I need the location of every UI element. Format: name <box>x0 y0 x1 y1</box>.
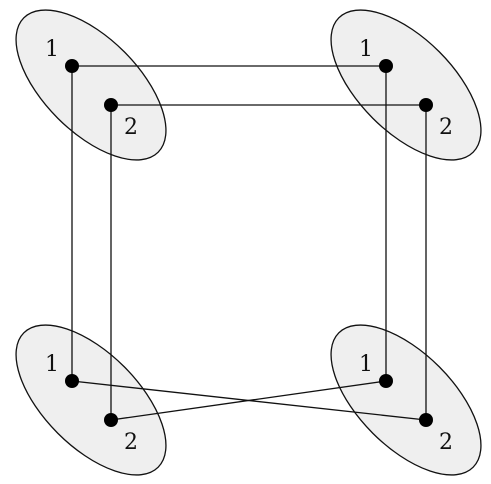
label-bottom-left-2: 2 <box>124 430 138 455</box>
node-bottom-right-2 <box>419 413 433 427</box>
nodes <box>65 59 433 427</box>
node-bottom-left-2 <box>104 413 118 427</box>
group-top-right-ellipse <box>330 9 482 161</box>
edge-bl2-br1 <box>110 380 387 421</box>
edges <box>71 65 427 421</box>
group-bottom-right-ellipse <box>330 324 482 476</box>
node-top-right-2 <box>419 98 433 112</box>
label-bottom-right-2: 2 <box>439 430 453 455</box>
node-labels: 1 2 1 2 1 2 1 2 <box>45 37 453 455</box>
group-bottom-left-ellipse <box>15 324 167 476</box>
node-bottom-left-1 <box>65 374 79 388</box>
node-top-left-1 <box>65 59 79 73</box>
label-bottom-left-1: 1 <box>45 352 59 377</box>
node-bottom-right-1 <box>379 374 393 388</box>
label-top-right-1: 1 <box>359 37 373 62</box>
node-top-left-2 <box>104 98 118 112</box>
group-top-left-ellipse <box>15 9 167 161</box>
node-top-right-1 <box>379 59 393 73</box>
label-top-right-2: 2 <box>439 115 453 140</box>
label-bottom-right-1: 1 <box>359 352 373 377</box>
label-top-left-2: 2 <box>124 115 138 140</box>
label-top-left-1: 1 <box>45 37 59 62</box>
